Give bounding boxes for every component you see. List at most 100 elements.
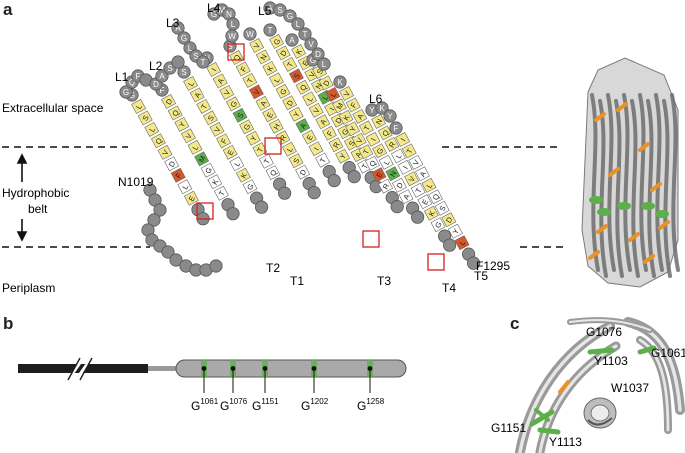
loop-residue-letter: Q [129,78,135,87]
strand-residue-letter: E [305,133,315,142]
loop-residue-letter: F [394,124,399,133]
glycine-marker-5: G1258 [357,360,385,413]
strand-residue-letter: S [140,114,150,123]
sidechain-orange [650,182,662,192]
sidechain-green [655,210,669,218]
strand-residue-letter: G [203,166,214,176]
strand-residue-letter: F [325,129,335,138]
strand-residue-letter: T [285,60,295,69]
glycine-label-letter: G [252,399,261,413]
loop-residue-letter: F [136,72,141,81]
sidechain-orange [608,167,620,177]
strand-residue [339,86,355,101]
turn-label-t1: T1 [290,274,304,288]
turn-residue [226,207,240,221]
turn-residue [255,200,269,214]
loop-residue [291,17,305,31]
tail-residue [161,245,175,259]
loop-residue-letter: S [193,52,198,61]
barrel-strand [590,93,600,272]
strand-residue [189,87,205,103]
strand-residue [397,159,413,175]
strand-residue [164,156,180,172]
strand-residue [408,154,424,170]
strand-residue [177,179,193,195]
strand-residue-letter: Y [291,110,301,119]
loop-label-l5: L5 [258,4,272,18]
strand-residue [441,212,457,228]
strand-residue-letter: L [394,152,404,160]
strand-residue-letter: A [298,122,308,131]
strand-residue-letter: L [232,160,242,168]
strand-residue [288,153,304,169]
strand-residue-letter: S [206,114,216,123]
strand-residue [255,49,271,65]
loop-residue-letter: L [322,60,327,69]
strand-residue-letter: N [374,117,384,126]
strand-residue-letter: Y [248,134,258,143]
barrel-sidechains [588,102,670,264]
strand-residue-letter: G [228,99,239,109]
strand-residue [213,185,229,201]
strand-residue [206,62,222,77]
strand-residue-letter: V [212,125,222,134]
turn-residue [442,238,457,252]
glycine-label-letter: G [357,399,366,413]
barrel-strand [646,99,656,278]
strand-residue [209,121,225,137]
detail-sidechain-green [537,427,561,435]
strand-residue-letter: I [399,137,408,143]
strand-residue-letter: F [349,101,359,110]
loop-residue-letter: L [231,20,236,29]
loop-residue-letter: S [227,42,232,51]
loop-residue [311,47,325,61]
strand-residue [372,143,388,159]
barrel-outline [581,57,679,288]
glycine-label-sup: 1061 [200,397,218,406]
loop-residue [177,65,191,79]
loop-residue [304,37,318,51]
strand-residue-letter: N [258,53,268,62]
strand-residue-letter: D [298,167,309,177]
strand-residue [235,167,251,183]
loop-residue-letter: L [296,20,301,29]
glycine-label-sup: 1258 [366,397,384,406]
barrel-strand [638,93,648,272]
loop-residue-letter: T [268,26,273,35]
strand-residue-letter: Q [380,128,391,138]
loop-residue-letter: W [228,32,236,41]
strand-residue-letter: G [242,122,253,132]
strand-residue [371,114,387,129]
strand-residue [275,83,291,99]
strand-residue-letter: M [334,101,345,111]
strand-residue-letter: F [174,171,184,180]
strand-residue-letter: T [405,147,415,156]
strand-residue [268,72,284,88]
turn-residue [307,186,321,200]
strand-residue [150,133,166,149]
strand-residue [255,95,271,111]
strand-residue [371,167,387,183]
strand-residue-letter: L [457,239,467,247]
strand-residue-letter: A [192,91,202,100]
strand-residue [262,107,278,123]
strand-residue-letter: L [186,80,196,88]
glycine-label-letter: G [220,399,229,413]
detail-strand-highlight [518,324,612,453]
detail-sidechains [529,345,657,435]
strand-residue [308,102,324,118]
sidechain-orange [616,102,628,112]
highlight-box [196,202,214,220]
strand-residue-letter: G [375,146,386,156]
turn-label-t3: T3 [377,274,391,288]
strand-residue-letter: K [294,47,304,56]
label-g1151: G1151 [491,421,526,435]
strand-residue-letter: S [437,204,447,213]
loop-residue [383,109,397,123]
strand-residue [315,114,331,130]
loop-label-l6: L6 [369,92,383,106]
loop-residue-letter: Y [369,106,375,115]
